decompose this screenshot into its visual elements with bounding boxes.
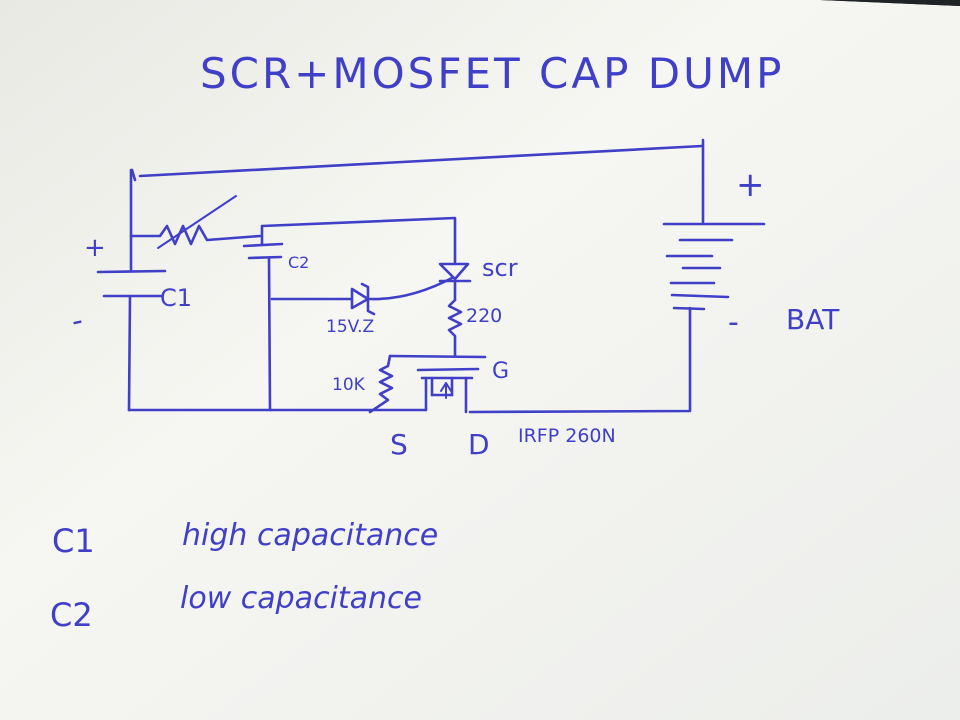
scr-anode-wire [260, 216, 457, 264]
desk-corner [820, 0, 960, 6]
c2-plate-top [242, 242, 284, 248]
drain-to-battery-wire [468, 306, 692, 414]
gate-label: G [492, 359, 509, 384]
c2-bottom-lead [267, 256, 272, 412]
battery-plate-6 [670, 293, 730, 299]
r10k-label: 10K [332, 375, 366, 395]
c2-plate-bottom [247, 255, 283, 260]
zener-body [350, 287, 370, 310]
note-c1-symbol: C1 [52, 522, 95, 560]
scr-triangle [438, 262, 470, 281]
mosfet-arrow [440, 382, 452, 399]
battery-minus-label: - [728, 305, 739, 340]
r220-label: 220 [466, 305, 502, 327]
r220-resistor [447, 298, 463, 358]
zener-label: 15V.Z [326, 317, 374, 337]
top-wire [130, 144, 704, 182]
note-c2-text: low capacitance [180, 581, 422, 616]
c2-label: C2 [288, 253, 309, 272]
scr-label: scr [482, 254, 518, 282]
battery-plus-label: + [736, 165, 765, 205]
schematic-title: SCR+MOSFET CAP DUMP [200, 49, 784, 98]
battery-label: BAT [786, 303, 840, 336]
c1-plus-label: + [84, 233, 106, 263]
note-c2-symbol: C2 [50, 596, 93, 634]
drain-label: D [468, 428, 490, 461]
mosfet-gate-plate [416, 367, 480, 372]
battery-plate-7 [672, 306, 706, 311]
source-label: S [390, 428, 408, 461]
mosfet-part-label: IRFP 260N [518, 425, 616, 447]
c1-minus-lead [127, 294, 132, 412]
zener-bar [360, 282, 376, 316]
charging-resistor-slash [157, 195, 237, 249]
mosfet-legs [424, 376, 468, 414]
c1-plate-top [96, 269, 167, 274]
note-c1-text: high capacitance [182, 518, 438, 553]
gate-wire [388, 354, 487, 359]
charging-resistor [129, 224, 262, 246]
r10k-resistor [368, 354, 394, 414]
c1-label: C1 [160, 284, 192, 312]
